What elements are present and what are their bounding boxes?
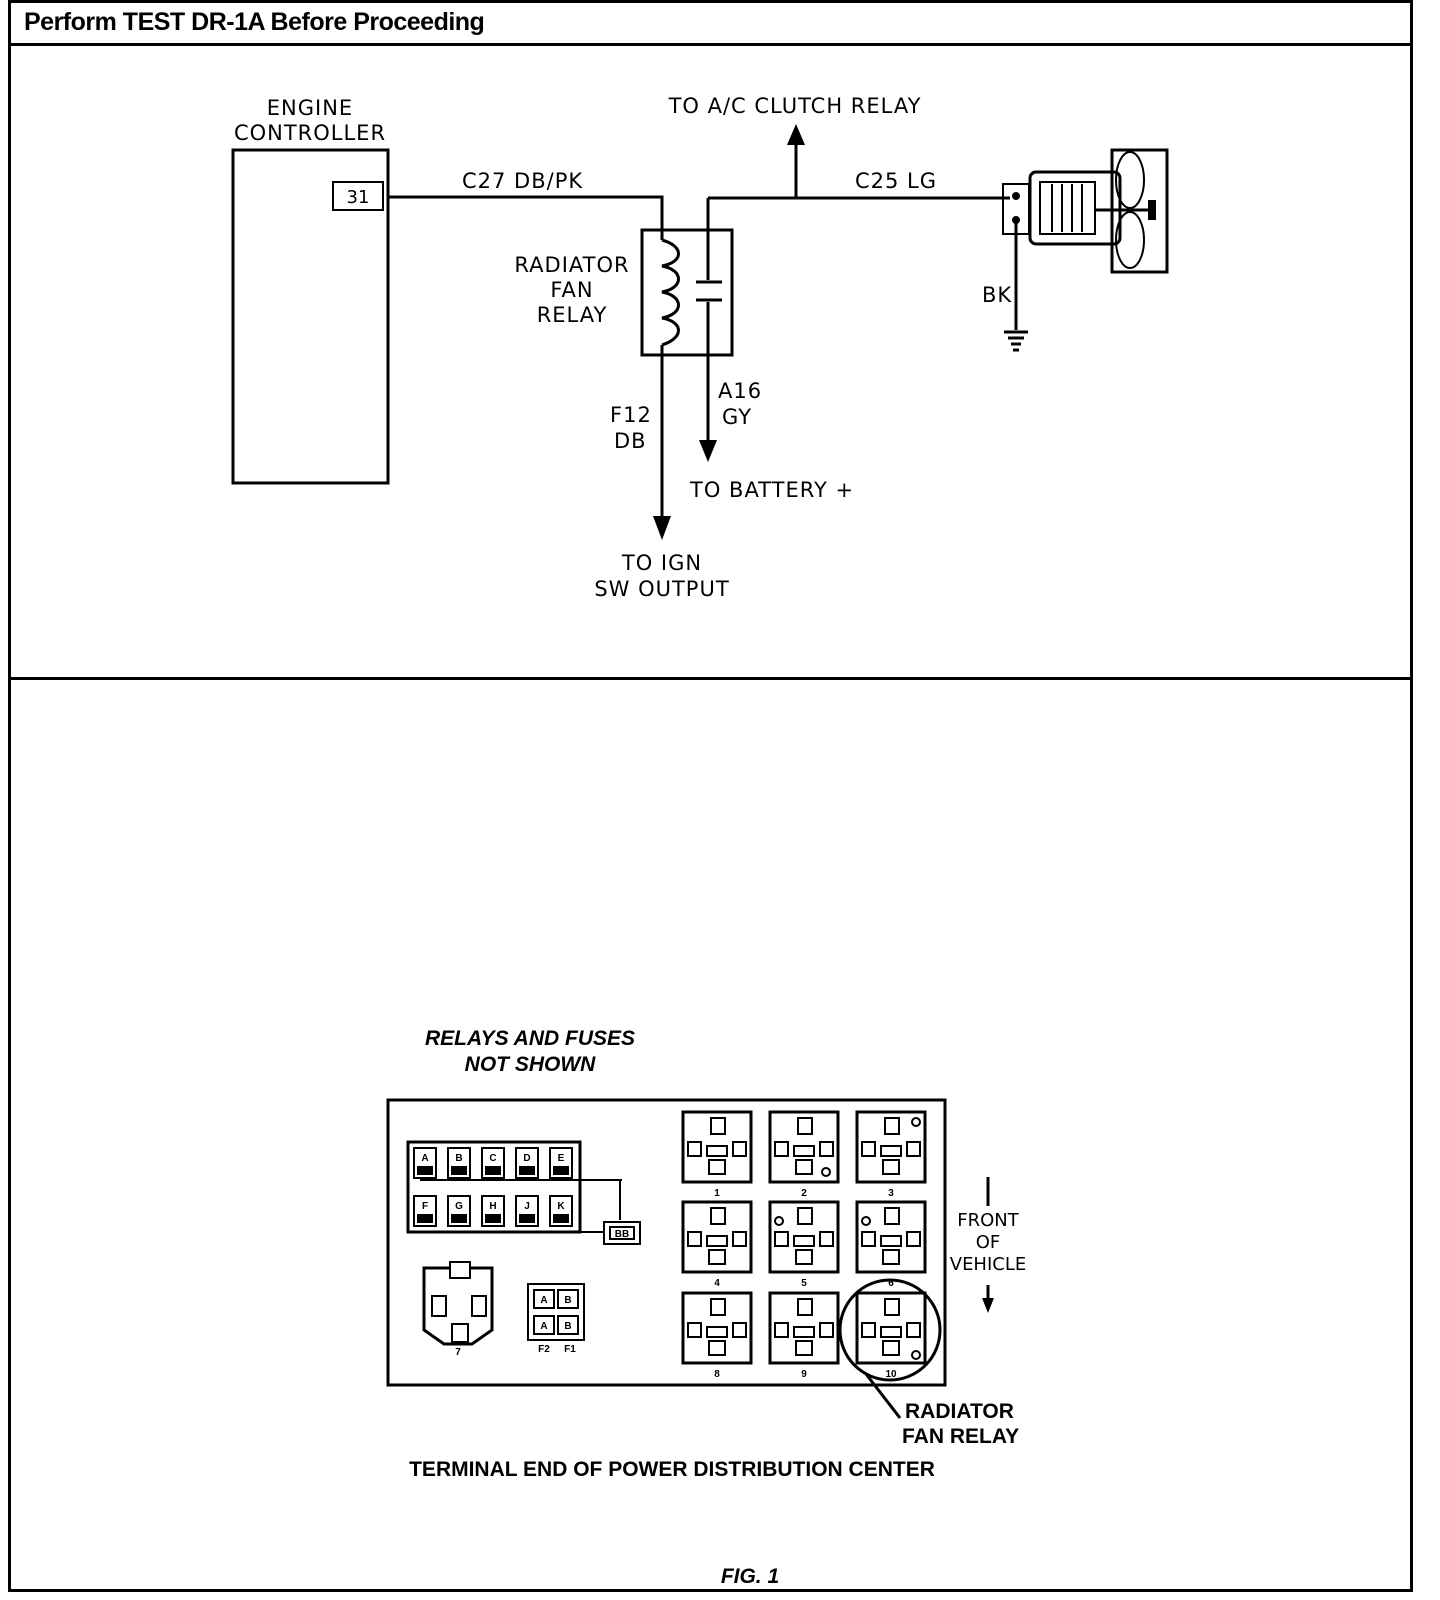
callout-label-2: FAN RELAY	[902, 1425, 1019, 1448]
engine-controller: 31 ENGINE CONTROLLER	[231, 96, 390, 485]
wire-c25-label: C25 LG	[855, 169, 937, 193]
f2-top-label: A	[540, 1295, 547, 1306]
wire-a16: A16 GY TO BATTERY +	[689, 355, 854, 502]
relay-socket-6: 6	[855, 1200, 927, 1289]
wire-c25: C25 LG	[708, 169, 1010, 200]
to-ign-label-1: TO IGN	[621, 551, 702, 575]
fuse-f-label: F	[422, 1201, 428, 1212]
radiator-fan-relay-callout: RADIATOR FAN RELAY	[838, 1278, 1019, 1448]
wire-c27-label: C27 DB/PK	[462, 169, 583, 193]
fuse-h-label: H	[489, 1201, 496, 1212]
relay-socket-4: 4	[681, 1200, 753, 1289]
fuse-k-label: K	[557, 1201, 565, 1212]
header-bar: Perform TEST DR-1A Before Proceeding	[8, 0, 1413, 46]
f2-bottom-label: A	[540, 1321, 547, 1332]
relay-8-label: 8	[714, 1369, 720, 1380]
fuse-row-bottom: F G H J K	[413, 1195, 573, 1227]
f1-label: F1	[564, 1344, 576, 1355]
to-ign-label-2: SW OUTPUT	[594, 577, 729, 601]
engine-controller-label-1: ENGINE	[267, 96, 353, 120]
socket-7-label: 7	[455, 1347, 461, 1358]
fuse-b-label: B	[455, 1153, 462, 1164]
bb-label: BB	[615, 1229, 629, 1240]
wire-a16-label-2: GY	[722, 405, 752, 429]
relay-10-label: 10	[885, 1369, 897, 1380]
radiator-fan-relay: RADIATOR FAN RELAY	[514, 198, 734, 357]
page-frame	[8, 0, 1413, 1592]
relay-3-label: 3	[888, 1188, 894, 1199]
relay-socket-10: 10	[855, 1291, 927, 1380]
f2-label: F2	[538, 1344, 550, 1355]
pin-31-label: 31	[347, 187, 370, 208]
fuse-row-top: A B C D E	[413, 1147, 573, 1179]
ground-bk-label: BK	[982, 283, 1012, 307]
relay-1-label: 1	[714, 1188, 720, 1199]
relay-socket-3: 3	[855, 1110, 927, 1199]
wire-f12: F12 DB TO IGN SW OUTPUT	[594, 345, 729, 601]
page-title: Perform TEST DR-1A Before Proceeding	[24, 8, 485, 36]
relay-socket-1: 1	[681, 1110, 753, 1199]
engine-controller-label-2: CONTROLLER	[234, 121, 386, 145]
fan-motor-icon	[1002, 148, 1169, 274]
to-battery-label: TO BATTERY +	[689, 478, 854, 502]
relay-4-label: 4	[714, 1278, 720, 1289]
front-label-2: OF	[976, 1232, 1001, 1253]
fuse-d-label: D	[523, 1153, 530, 1164]
wire-c27: C27 DB/PK	[388, 169, 664, 240]
socket-7: 7	[422, 1261, 494, 1358]
pdc-note-1: RELAYS AND FUSES	[425, 1027, 635, 1050]
ac-clutch-label: TO A/C CLUTCH RELAY	[668, 94, 922, 118]
relay-socket-8: 8	[681, 1291, 753, 1380]
fuse-g-label: G	[455, 1201, 463, 1212]
relay-9-label: 9	[801, 1369, 807, 1380]
fuse-j-label: J	[524, 1201, 530, 1212]
ac-clutch-branch: TO A/C CLUTCH RELAY	[668, 94, 922, 198]
front-of-vehicle-indicator: FRONT OF VEHICLE	[950, 1177, 1027, 1313]
wire-a16-label-1: A16	[718, 379, 762, 403]
f1-bottom-label: B	[564, 1321, 571, 1332]
fuse-c-label: C	[489, 1153, 496, 1164]
relay-socket-2: 2	[768, 1110, 840, 1199]
wire-f12-label-1: F12	[610, 403, 652, 427]
front-label-1: FRONT	[957, 1210, 1019, 1231]
relay-label-3: RELAY	[537, 303, 608, 327]
callout-label-1: RADIATOR	[905, 1400, 1014, 1423]
relay-socket-9: 9	[768, 1291, 840, 1380]
relay-socket-5: 5	[768, 1200, 840, 1289]
relay-label-1: RADIATOR	[514, 253, 629, 277]
wire-f12-label-2: DB	[614, 429, 647, 453]
section-divider	[8, 677, 1413, 680]
figure-label: FIG. 1	[721, 1565, 779, 1588]
front-label-3: VEHICLE	[950, 1254, 1027, 1275]
pdc-note-2: NOT SHOWN	[465, 1053, 596, 1076]
power-distribution-center: A B C D E F G H J K BB 7	[386, 1098, 947, 1387]
relay-5-label: 5	[801, 1278, 807, 1289]
maxi-fuse-block: A B A B F2 F1	[527, 1283, 585, 1355]
fuse-e-label: E	[558, 1153, 565, 1164]
fuse-a-label: A	[421, 1153, 428, 1164]
pdc-caption: TERMINAL END OF POWER DISTRIBUTION CENTE…	[409, 1458, 935, 1481]
f1-top-label: B	[564, 1295, 571, 1306]
ground-wire-bk: BK	[982, 220, 1028, 352]
relay-2-label: 2	[801, 1188, 807, 1199]
relay-6-label: 6	[888, 1278, 894, 1289]
relay-label-2: FAN	[550, 278, 593, 302]
fuse-block: A B C D E F G H J K BB	[406, 1140, 641, 1245]
